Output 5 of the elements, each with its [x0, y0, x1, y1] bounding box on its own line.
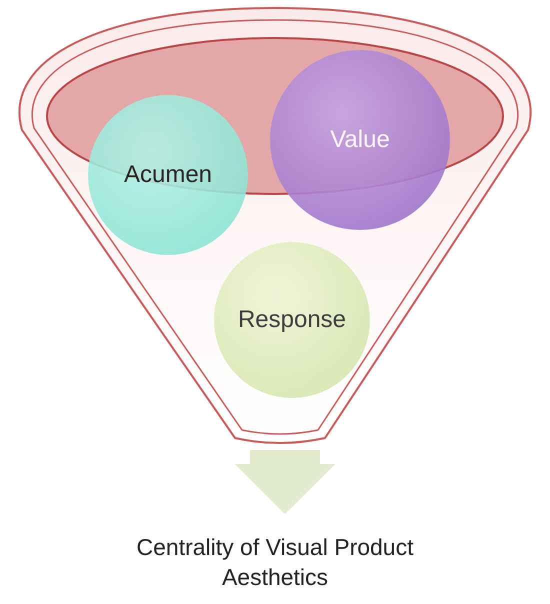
circle-label: Acumen: [124, 161, 212, 189]
outcome-text: Centrality of Visual Product Aesthetics: [110, 514, 440, 592]
arrow: [234, 450, 336, 514]
circle-label: Response: [238, 306, 346, 334]
circle-label: Value: [330, 126, 390, 154]
